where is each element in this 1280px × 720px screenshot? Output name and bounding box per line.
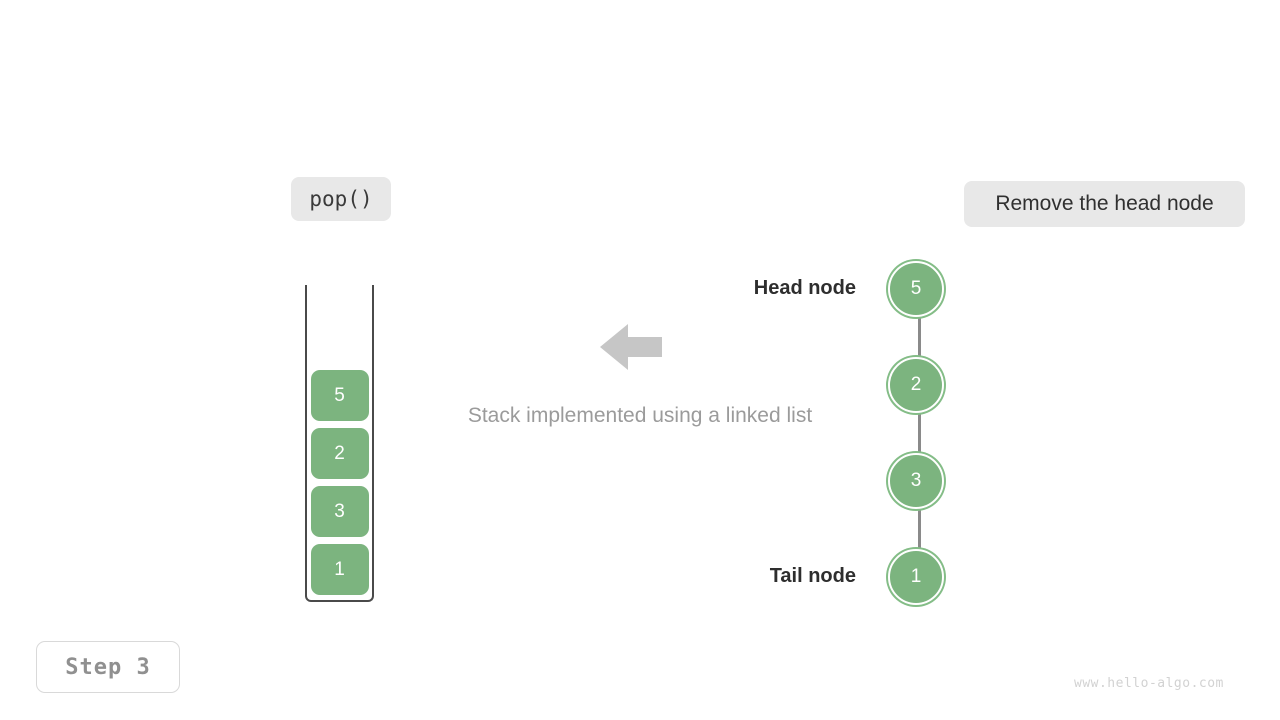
list-node: 3	[888, 453, 944, 509]
list-node-value: 5	[910, 278, 922, 299]
link-arrow-icon	[912, 317, 927, 368]
operation-label: pop()	[309, 187, 373, 211]
stack-tile-value: 1	[334, 558, 345, 580]
stack-tile-value: 3	[334, 500, 345, 522]
list-node: 5	[888, 261, 944, 317]
stack-container: 5 2 3 1	[305, 285, 374, 602]
watermark: www.hello-algo.com	[1074, 676, 1224, 691]
step-label: Step 3	[65, 654, 151, 680]
description-label: Remove the head node	[995, 192, 1214, 215]
stack-tile: 2	[310, 428, 369, 479]
list-node: 1	[888, 549, 944, 605]
stack-items: 5 2 3 1	[307, 363, 372, 595]
list-node-value: 3	[910, 470, 922, 491]
list-node-value: 1	[910, 566, 922, 587]
left-arrow-icon	[600, 321, 662, 373]
stack-tile: 3	[310, 486, 369, 537]
stack-tile: 5	[310, 370, 369, 421]
list-node: 2	[888, 357, 944, 413]
list-node-value: 2	[910, 374, 922, 395]
stack-tile: 1	[310, 544, 369, 595]
operation-chip: pop()	[291, 177, 391, 221]
stack-tile-value: 5	[334, 384, 345, 406]
stack-tile-value: 2	[334, 442, 345, 464]
linked-list: 5 2 3 1	[880, 255, 960, 615]
link-arrow-icon	[912, 509, 927, 560]
step-badge: Step 3	[36, 641, 180, 693]
description-chip: Remove the head node	[964, 181, 1245, 227]
head-node-label: Head node	[753, 277, 856, 299]
link-arrow-icon	[912, 413, 927, 464]
tail-node-label: Tail node	[769, 565, 856, 587]
caption-text: Stack implemented using a linked list	[467, 404, 813, 427]
